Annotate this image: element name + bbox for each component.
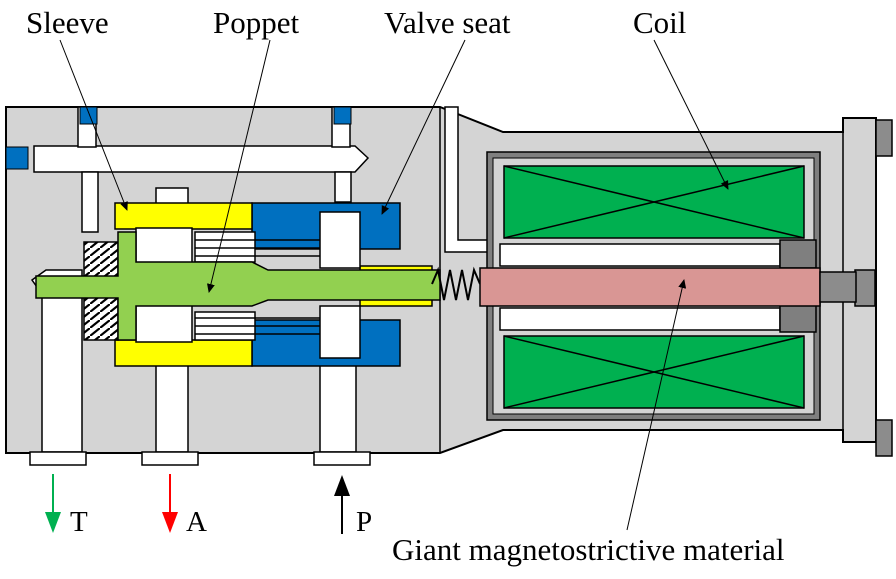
end-cap [819,271,857,303]
fluid-channels [29,106,493,466]
leader-lines [59,39,729,531]
adjust-screw [854,269,876,307]
label-coil: Coil [633,5,687,40]
port-p-opening [313,451,371,466]
seal-blocks [5,106,352,170]
channel-drop-left [81,171,99,233]
coil-leader [653,39,729,190]
port-t-opening [29,451,87,466]
gmm-leader [626,279,687,531]
port-arrows [45,474,350,534]
port-label-a: A [186,506,207,538]
preload-spring [431,266,481,301]
channel-drop-right [334,171,352,203]
arrow-a-icon [162,512,178,533]
port-label-t: T [70,506,88,538]
label-gmm: Giant magnetostrictive material [392,532,785,567]
valve-seat-leader [381,39,466,215]
bore-top [499,243,781,267]
gmm-rod [479,267,821,307]
label-valve-seat: Valve seat [384,5,511,40]
sleeve-leader [59,39,128,211]
label-sleeve: Sleeve [26,5,109,40]
port-label-p: P [356,506,373,538]
chambers [135,211,361,359]
port-a-channel [155,359,189,453]
top-channel [33,145,370,173]
bolt-top [875,119,893,157]
bore-bottom [499,307,781,331]
poppet-leader [206,39,271,293]
port-a-opening [141,451,199,466]
bolt-bottom [875,419,893,457]
arrow-t-icon [45,512,61,533]
sleeve-window-top [155,187,189,205]
port-p-channel [319,359,357,453]
poppet [35,231,441,341]
label-poppet: Poppet [213,5,300,40]
poppet-land-lines [195,239,320,335]
arrow-p-icon [334,475,350,496]
